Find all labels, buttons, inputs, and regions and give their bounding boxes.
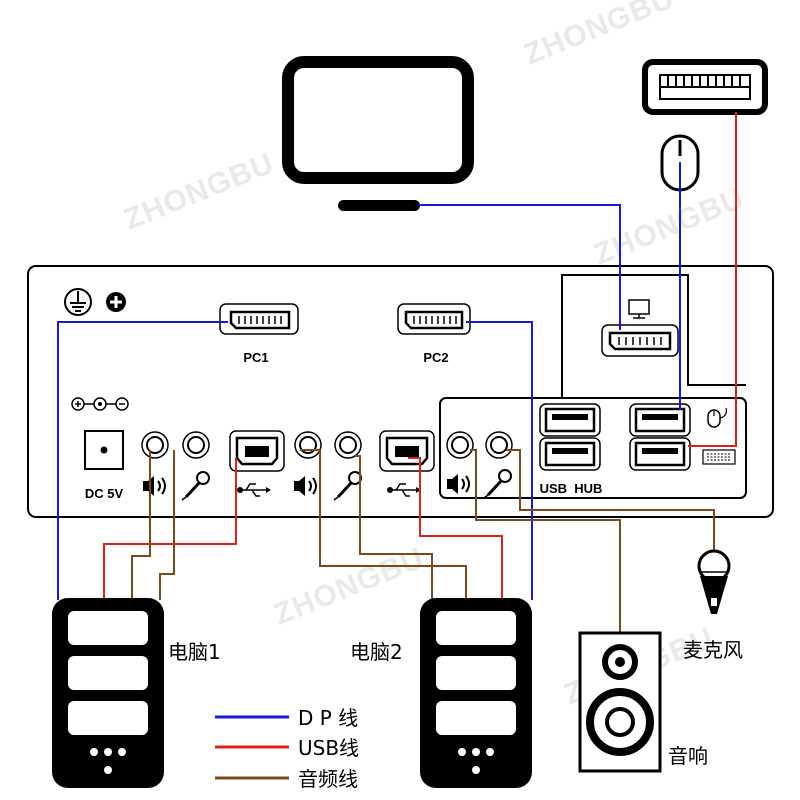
audio-jack-pc1-speaker [141,431,169,459]
legend-item-dp: D P 线 [215,706,358,730]
speaker-icon [447,474,470,494]
keyboard-icon [642,59,768,115]
audio-jack-pc2-mic [334,431,362,459]
power-label: DC 5V [85,486,124,501]
device-label-microphone: 麦克风 [683,638,743,662]
dc-power-jack [84,430,124,470]
port-label-pc2: PC2 [423,350,448,365]
monitor-small-icon [628,299,650,319]
speaker-box-icon [578,631,662,773]
microphone-icon [181,471,210,501]
legend-item-usb: USB线 [215,736,359,760]
keyboard-small-icon [702,449,736,465]
legend-item-audio: 音频线 [215,767,358,791]
usb-cable [103,112,737,600]
usb-a-port [629,403,691,437]
port-label-pc1: PC1 [243,350,268,365]
dp-port-output [601,324,679,357]
audio-cable [131,449,715,633]
audio-jack-out-speaker [446,431,474,459]
audio-jack-pc2-speaker [294,431,322,459]
dp-port-pc2 [397,303,471,335]
dc-polarity-icon [71,397,129,411]
monitor-icon [282,56,474,211]
usb-a-port [629,437,691,471]
microphone-icon [483,469,512,499]
usb-icon [387,483,421,497]
dp-port-pc1 [219,303,299,335]
dp-cable [57,162,681,600]
usb-icon [237,483,271,497]
computer-icon [420,598,532,788]
mouse-small-icon [707,407,727,428]
device-label-pc1: 电脑1 [168,640,221,664]
legend: D P 线 USB线 音频线 [215,706,359,791]
device-label-speaker: 音响 [668,744,708,768]
speaker-icon [143,476,166,496]
computer-icon [52,598,164,788]
usb-a-port [539,403,601,437]
speaker-icon [294,476,317,496]
usb-b-port-pc2 [379,430,435,472]
audio-jack-pc1-mic [182,431,210,459]
ground-icon [64,288,92,316]
legend-label-audio: 音频线 [298,767,358,791]
handheld-microphone-icon [697,549,731,614]
usb-hub-label: USB HUB [540,481,603,496]
audio-jack-out-mic [485,431,513,459]
device-label-pc2: 电脑2 [350,640,403,664]
legend-label-dp: D P 线 [298,706,358,730]
kvm-panel [27,265,774,518]
usb-b-port-pc1 [229,430,285,472]
screw-icon [106,292,126,312]
usb-a-port [539,437,601,471]
legend-label-usb: USB线 [298,736,359,760]
